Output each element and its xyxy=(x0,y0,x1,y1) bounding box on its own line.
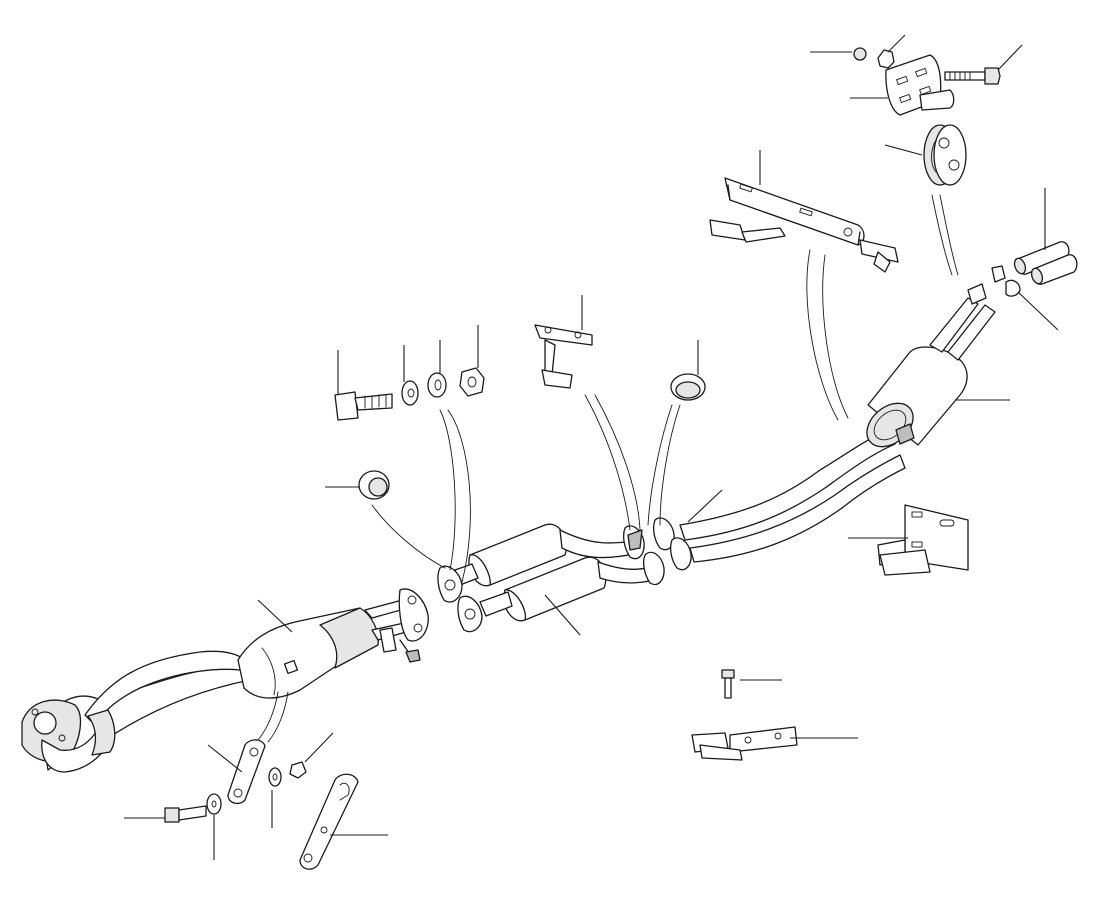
bolt-lower-head xyxy=(164,807,180,823)
leader-rubber-mount xyxy=(884,144,923,156)
bolt-shank-mid xyxy=(354,393,393,411)
rubber-mount xyxy=(923,124,967,186)
leader-center-pipe xyxy=(687,489,723,523)
lower-fasteners xyxy=(164,761,307,823)
mounting-plate xyxy=(877,504,969,576)
leader-tail-clamp xyxy=(1017,291,1059,331)
pipe-clamp-ring xyxy=(87,709,116,756)
washer-lower xyxy=(268,767,282,787)
twin-front-silencers xyxy=(437,523,661,633)
leader-flanged-nut-top xyxy=(887,34,906,53)
nut-lower xyxy=(289,761,307,779)
bolt-head-mid xyxy=(334,391,359,421)
support-strip xyxy=(709,177,899,273)
washer-mid xyxy=(401,380,419,406)
sealing-ring-right xyxy=(670,373,706,401)
tail-clamps xyxy=(991,265,1021,297)
catalytic-converter xyxy=(237,588,429,699)
bolt-lower-shank xyxy=(178,805,207,821)
front-downpipe xyxy=(21,650,251,773)
clamp-bracket-lower xyxy=(691,726,798,761)
silencer-inlet-flange-lower xyxy=(457,595,483,633)
flange-bore xyxy=(33,711,57,735)
sealing-ring-left xyxy=(358,470,390,500)
nut-mid xyxy=(459,367,485,397)
bolt-top-head xyxy=(984,67,1001,85)
hanger-strap-left xyxy=(227,739,266,805)
bolt-washer-nut-set xyxy=(334,367,485,421)
top-bracket-set xyxy=(853,47,1001,116)
leader-strap-left xyxy=(207,744,243,773)
spring-washer-mid xyxy=(427,372,447,398)
hanger-strap-right xyxy=(299,773,359,870)
leader-bolt-top xyxy=(997,44,1023,71)
converter-outlet-flange xyxy=(398,588,429,642)
sensor-boss xyxy=(283,659,299,675)
leader-lines xyxy=(124,34,1059,860)
leader-catalytic-converter xyxy=(257,599,293,633)
screw-lower xyxy=(721,669,735,699)
washer-lower-bolt xyxy=(206,793,222,815)
leader-twin-silencers xyxy=(544,594,581,636)
silencer-inlet-flange-upper xyxy=(437,565,463,603)
nut-top xyxy=(853,47,867,61)
center-pipe-joint xyxy=(623,517,692,586)
assembly-guide-lines xyxy=(257,194,959,743)
leader-nut-lower xyxy=(304,732,334,763)
tail-pipes xyxy=(1013,241,1078,285)
center-pipe xyxy=(679,429,906,563)
flanged-nut-top xyxy=(877,49,895,69)
middle-hanger-bracket xyxy=(534,324,593,389)
rear-silencer xyxy=(866,283,996,448)
